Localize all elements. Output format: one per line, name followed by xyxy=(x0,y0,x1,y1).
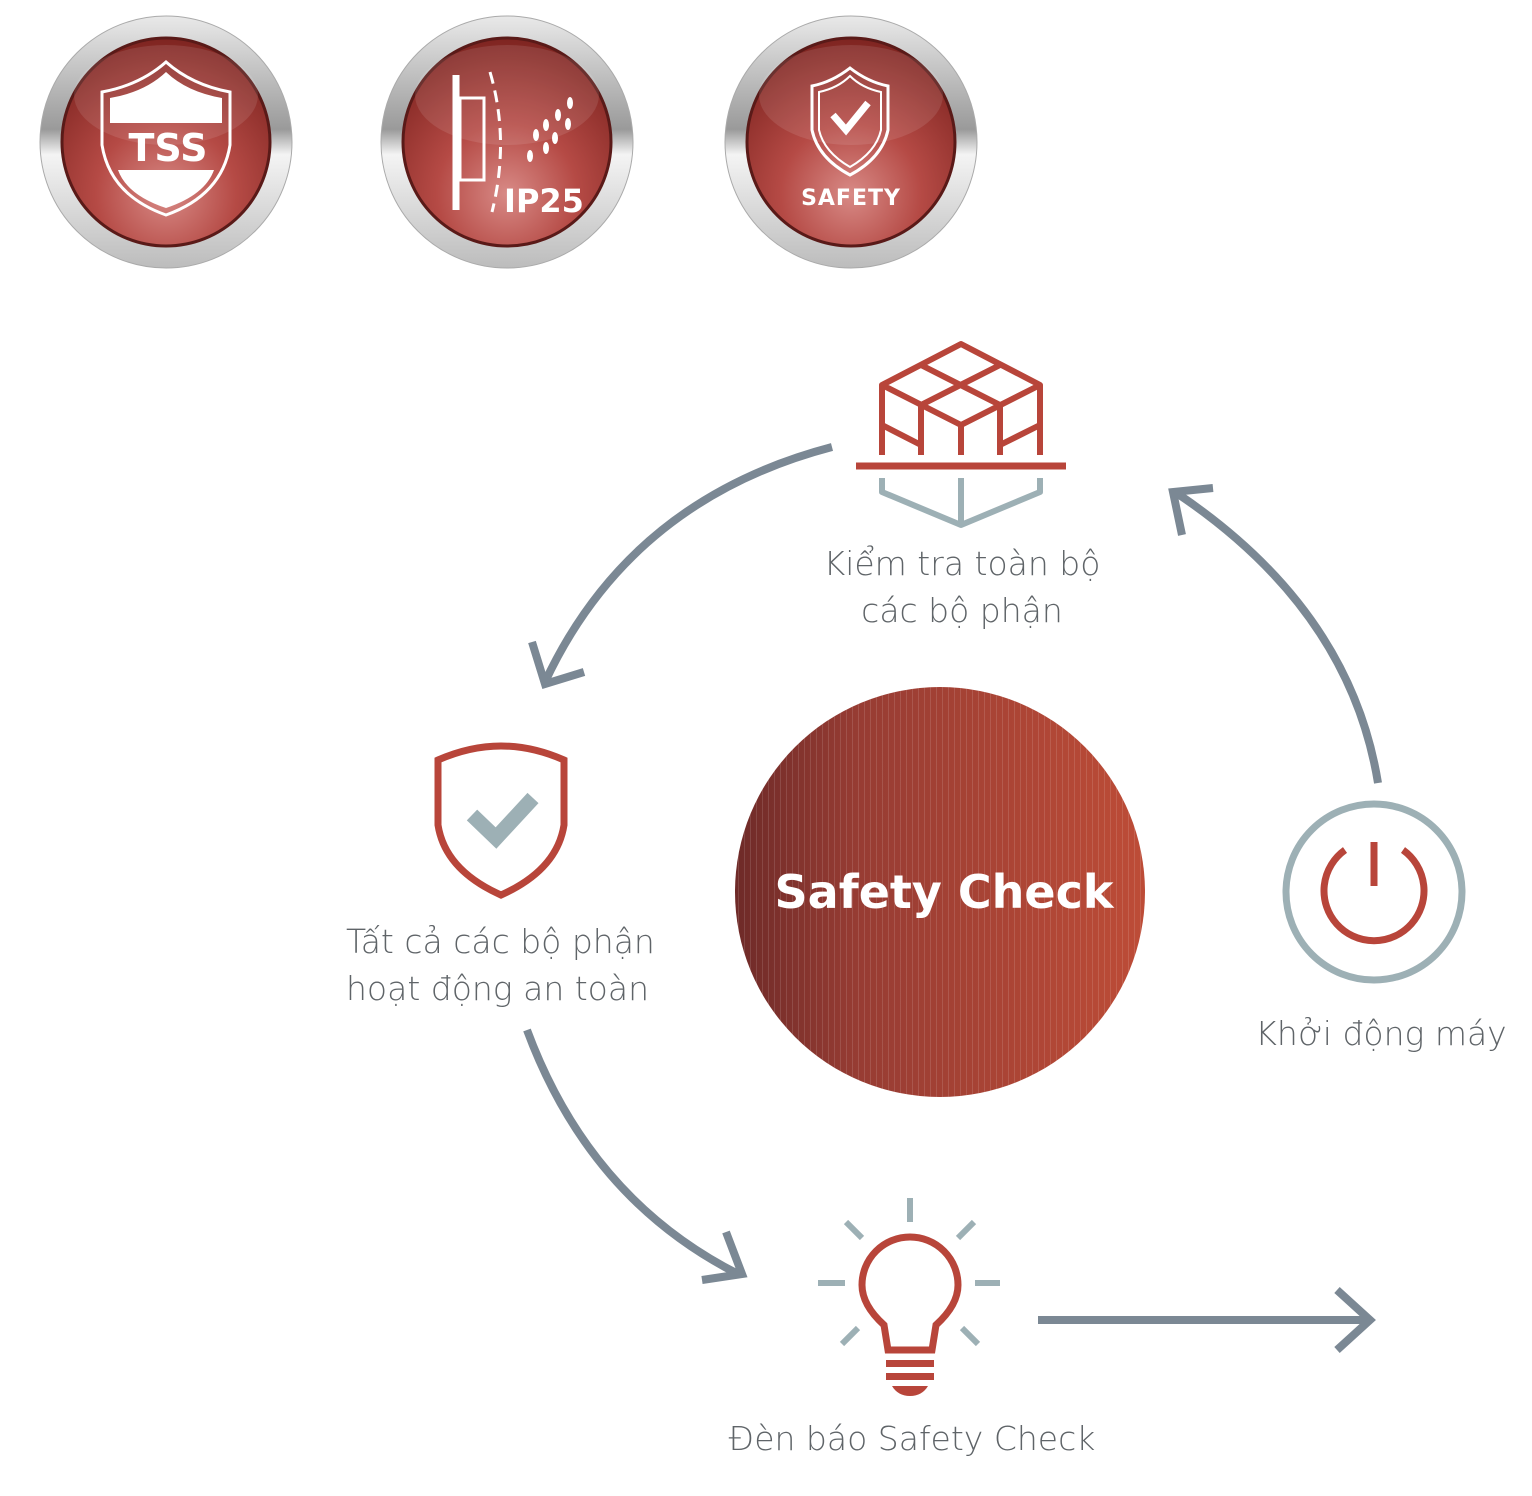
badge-ip25: IP25 xyxy=(380,15,634,269)
shield-check-icon xyxy=(434,742,568,899)
step-inspect-line1: Kiểm tra toàn bộ xyxy=(824,544,1101,583)
arrow-inspect-to-safe xyxy=(528,443,834,689)
center-title: Safety Check xyxy=(775,865,1115,919)
step-inspect-line2: các bộ phận xyxy=(861,591,1063,630)
step-indicator-label: Đèn báo Safety Check xyxy=(729,1419,1096,1458)
badge-label: TSS xyxy=(129,126,208,170)
water-splash-icon xyxy=(452,71,573,213)
arrow-safe-to-indicator xyxy=(523,1028,748,1284)
safety-check-center: Safety Check xyxy=(735,687,1145,1097)
shield-icon xyxy=(100,59,232,217)
badge-label: IP25 xyxy=(504,182,584,220)
badge-label: SAFETY xyxy=(801,186,901,211)
light-bulb-icon xyxy=(818,1198,1000,1396)
step-safe-line2: hoạt động an toàn xyxy=(346,969,649,1008)
arrow-indicator-out xyxy=(1038,1287,1376,1353)
power-icon xyxy=(1282,800,1466,984)
pallet-boxes-icon xyxy=(856,341,1066,528)
badge-tss: TSS xyxy=(39,15,293,269)
badge-safety: SAFETY xyxy=(724,15,978,269)
shield-check-icon xyxy=(810,66,890,177)
step-start-label: Khởi động máy xyxy=(1255,1014,1506,1053)
arrow-start-to-inspect xyxy=(1168,484,1382,784)
step-safe-line1: Tất cả các bộ phận xyxy=(346,922,655,961)
